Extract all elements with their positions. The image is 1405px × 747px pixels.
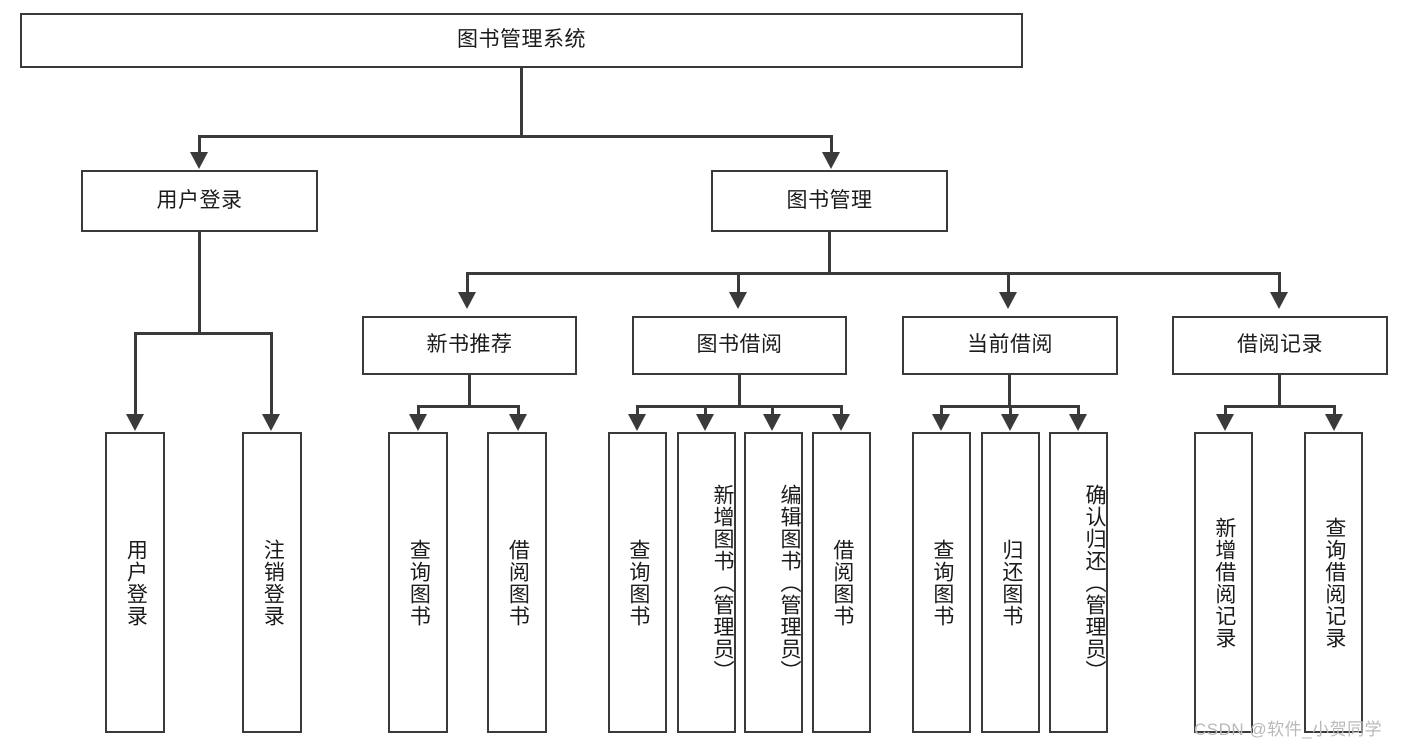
arrowhead-new-book-leaf-1 bbox=[409, 414, 427, 431]
connector-cb-drop-1 bbox=[940, 405, 943, 417]
leaf-user-login-logout[interactable]: 注销登录 bbox=[242, 432, 302, 733]
connector-bb-drop-3 bbox=[771, 405, 774, 417]
node-book-borrow[interactable]: 图书借阅 bbox=[632, 316, 847, 375]
connector-cb-drop-3 bbox=[1077, 405, 1080, 417]
connector-bm-drop-2 bbox=[737, 272, 740, 294]
leaf-current-borrow-confirm-return-admin[interactable]: 确认归还（管理员） bbox=[1049, 432, 1108, 733]
arrowhead-borrow-record-leaf-2 bbox=[1325, 414, 1343, 431]
connector-user-login-bus bbox=[134, 332, 273, 335]
connector-book-management-stem bbox=[828, 232, 831, 274]
leaf-book-borrow-query-book[interactable]: 查询图书 bbox=[608, 432, 667, 733]
connector-borrow-record-bus bbox=[1224, 405, 1336, 408]
leaf-borrow-record-query-record[interactable]: 查询借阅记录 bbox=[1304, 432, 1363, 733]
arrowhead-current-borrow-leaf-1 bbox=[932, 414, 950, 431]
arrowhead-user-login-leaf-1 bbox=[126, 414, 144, 431]
connector-bm-drop-4 bbox=[1278, 272, 1281, 294]
connector-book-management-bus bbox=[466, 272, 1281, 275]
connector-root-stem bbox=[520, 68, 523, 137]
leaf-new-book-borrow-book[interactable]: 借阅图书 bbox=[487, 432, 547, 733]
node-root-book-management-system[interactable]: 图书管理系统 bbox=[20, 13, 1023, 68]
connector-bb-drop-2 bbox=[704, 405, 707, 417]
node-user-login[interactable]: 用户登录 bbox=[81, 170, 318, 232]
node-current-borrow[interactable]: 当前借阅 bbox=[902, 316, 1118, 375]
node-borrow-record[interactable]: 借阅记录 bbox=[1172, 316, 1388, 375]
arrowhead-current-borrow-leaf-3 bbox=[1069, 414, 1087, 431]
connector-root-drop-right bbox=[830, 135, 833, 154]
arrowhead-current-borrow-leaf-2 bbox=[1001, 414, 1019, 431]
arrowhead-book-borrow-leaf-1 bbox=[628, 414, 646, 431]
arrowhead-to-book-management bbox=[822, 152, 840, 169]
connector-cb-drop-2 bbox=[1009, 405, 1012, 417]
connector-user-login-drop-1 bbox=[134, 332, 137, 416]
csdn-watermark: CSDN @软件_小贺同学 bbox=[1194, 720, 1383, 739]
arrowhead-to-new-book-recommend bbox=[458, 292, 476, 309]
connector-book-borrow-bus bbox=[636, 405, 843, 408]
arrowhead-to-current-borrow bbox=[999, 292, 1017, 309]
arrowhead-to-borrow-record bbox=[1270, 292, 1288, 309]
connector-bm-drop-3 bbox=[1007, 272, 1010, 294]
connector-br-drop-2 bbox=[1333, 405, 1336, 417]
arrowhead-borrow-record-leaf-1 bbox=[1216, 414, 1234, 431]
connector-br-drop-1 bbox=[1224, 405, 1227, 417]
arrowhead-book-borrow-leaf-2 bbox=[696, 414, 714, 431]
connector-bb-drop-4 bbox=[840, 405, 843, 417]
connector-nb-drop-2 bbox=[517, 405, 520, 417]
connector-bm-drop-1 bbox=[466, 272, 469, 294]
node-book-management[interactable]: 图书管理 bbox=[711, 170, 948, 232]
leaf-current-borrow-query-book[interactable]: 查询图书 bbox=[912, 432, 971, 733]
node-new-book-recommend[interactable]: 新书推荐 bbox=[362, 316, 577, 375]
connector-root-bus bbox=[198, 135, 832, 138]
arrowhead-book-borrow-leaf-3 bbox=[763, 414, 781, 431]
connector-nb-drop-1 bbox=[417, 405, 420, 417]
connector-new-book-bus bbox=[417, 405, 520, 408]
leaf-book-borrow-add-book-admin[interactable]: 新增图书（管理员） bbox=[677, 432, 736, 733]
arrowhead-to-user-login bbox=[190, 152, 208, 169]
connector-user-login-stem bbox=[198, 232, 201, 334]
connector-borrow-record-stem bbox=[1278, 375, 1281, 407]
leaf-current-borrow-return-book[interactable]: 归还图书 bbox=[981, 432, 1040, 733]
connector-new-book-stem bbox=[468, 375, 471, 407]
leaf-borrow-record-add-record[interactable]: 新增借阅记录 bbox=[1194, 432, 1253, 733]
arrowhead-to-book-borrow bbox=[729, 292, 747, 309]
arrowhead-book-borrow-leaf-4 bbox=[832, 414, 850, 431]
leaf-new-book-query-book[interactable]: 查询图书 bbox=[388, 432, 448, 733]
connector-user-login-drop-2 bbox=[270, 332, 273, 416]
leaf-book-borrow-borrow-book[interactable]: 借阅图书 bbox=[812, 432, 871, 733]
leaf-user-login-login[interactable]: 用户登录 bbox=[105, 432, 165, 733]
connector-current-borrow-stem bbox=[1008, 375, 1011, 407]
connector-bb-drop-1 bbox=[636, 405, 639, 417]
arrowhead-user-login-leaf-2 bbox=[262, 414, 280, 431]
arrowhead-new-book-leaf-2 bbox=[509, 414, 527, 431]
connector-book-borrow-stem bbox=[738, 375, 741, 407]
connector-root-drop-left bbox=[198, 135, 201, 154]
leaf-book-borrow-edit-book-admin[interactable]: 编辑图书（管理员） bbox=[744, 432, 803, 733]
